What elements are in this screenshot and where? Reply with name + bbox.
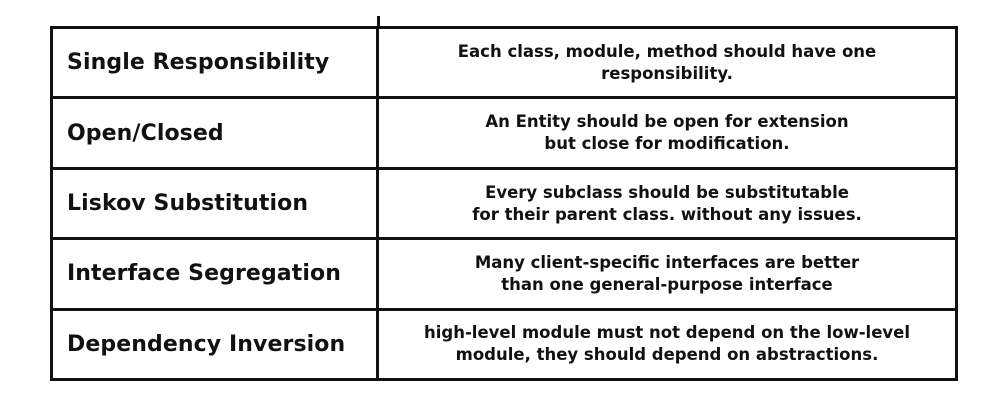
description-line: for their parent class. without any issu…	[472, 204, 862, 224]
principle-description-cell: high-level module must not depend on the…	[379, 311, 955, 378]
principle-description: Every subclass should be substitutable f…	[472, 182, 862, 226]
description-line: An Entity should be open for extension	[485, 112, 849, 132]
principle-name-cell: Open/Closed	[53, 99, 379, 167]
principle-description: An Entity should be open for extension b…	[485, 111, 848, 155]
principle-description-cell: Each class, module, method should have o…	[379, 29, 955, 96]
principle-name: Dependency Inversion	[67, 331, 346, 357]
principle-description-cell: An Entity should be open for extension b…	[379, 99, 955, 166]
principle-name: Open/Closed	[67, 120, 224, 146]
principle-description: Each class, module, method should have o…	[458, 41, 876, 85]
description-line: Each class, module, method should have o…	[457, 41, 877, 61]
principle-name: Liskov Substitution	[67, 191, 309, 217]
description-line: Many client-specific interfaces are bett…	[474, 252, 860, 272]
principle-name-cell: Dependency Inversion	[53, 310, 379, 379]
principle-description-cell: Many client-specific interfaces are bett…	[379, 240, 955, 307]
principle-name-cell: Single Responsibility	[53, 29, 379, 97]
description-line: module, they should depend on abstractio…	[455, 345, 879, 365]
description-line: Every subclass should be substitutable	[485, 182, 849, 202]
principle-description-cell: Every subclass should be substitutable f…	[379, 170, 955, 237]
principle-name: Interface Segregation	[67, 261, 341, 287]
table-row-dependency-inversion: Dependency Inversion high-level module m…	[53, 310, 955, 379]
table-row-interface-segregation: Interface Segregation Many client-specif…	[53, 240, 955, 311]
table-row-single-responsibility: Single Responsibility Each class, module…	[53, 29, 955, 100]
principle-description: Many client-specific interfaces are bett…	[475, 252, 859, 296]
description-line: high-level module must not depend on the…	[423, 323, 911, 343]
table-row-open-closed: Open/Closed An Entity should be open for…	[53, 99, 955, 170]
principle-name-cell: Interface Segregation	[53, 240, 379, 308]
principle-name: Single Responsibility	[67, 50, 330, 76]
table-row-liskov-substitution: Liskov Substitution Every subclass shoul…	[53, 169, 955, 241]
description-line: than one general-purpose interface	[501, 274, 833, 294]
column-divider-tick	[377, 16, 380, 28]
solid-principles-table: Single Responsibility Each class, module…	[50, 26, 958, 381]
description-line: but close for modification.	[544, 134, 790, 154]
principle-description: high-level module must not depend on the…	[424, 322, 910, 366]
principle-name-cell: Liskov Substitution	[53, 169, 379, 238]
description-line: responsibility.	[601, 63, 733, 83]
